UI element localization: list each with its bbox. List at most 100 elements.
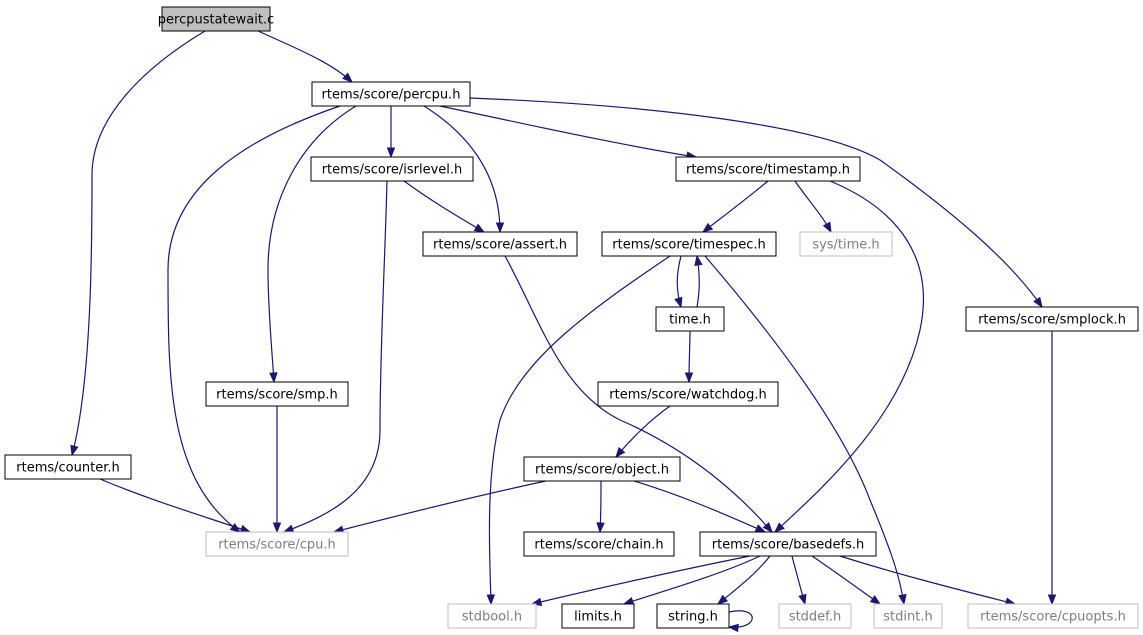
edge-line <box>623 555 761 605</box>
edge-arrowhead <box>473 223 486 233</box>
edge-line <box>615 405 671 458</box>
edge-line <box>488 255 671 605</box>
node-counter[interactable]: rtems/counter.h <box>4 454 132 480</box>
edge-time-to-watchdog <box>684 330 694 384</box>
edge-arrowhead <box>762 522 773 534</box>
edge-arrowhead <box>272 522 282 534</box>
edge-line <box>333 480 547 533</box>
node-box <box>967 603 1139 629</box>
node-box <box>523 456 681 482</box>
edge-percpu-to-smp <box>267 105 357 384</box>
edge-object-to-basedefs <box>633 480 767 533</box>
node-label: percpustatewait.c <box>158 13 274 28</box>
node-assert[interactable]: rtems/score/assert.h <box>422 231 578 257</box>
node-label: rtems/counter.h <box>16 461 119 476</box>
edge-line <box>71 30 206 456</box>
node-percpustatewait[interactable]: percpustatewait.c <box>158 6 274 32</box>
node-stdbool: stdbool.h <box>447 603 537 629</box>
node-isrlevel[interactable]: rtems/score/isrlevel.h <box>310 156 474 182</box>
node-box <box>656 603 730 629</box>
node-label: sys/time.h <box>812 238 879 253</box>
node-box <box>4 454 132 480</box>
node-chain[interactable]: rtems/score/chain.h <box>523 531 675 557</box>
edge-timespec-to-time <box>674 255 683 309</box>
node-box <box>311 81 471 107</box>
node-object[interactable]: rtems/score/object.h <box>523 456 681 482</box>
edge-time-to-timespec <box>694 254 703 308</box>
edge-arrowhead <box>282 524 295 533</box>
node-label: rtems/score/cpuopts.h <box>980 610 1126 625</box>
node-timestamp[interactable]: rtems/score/timestamp.h <box>675 156 861 182</box>
node-label: rtems/score/timestamp.h <box>686 163 850 178</box>
node-percpu[interactable]: rtems/score/percpu.h <box>311 81 471 107</box>
edge-line <box>423 105 501 233</box>
node-basedefs[interactable]: rtems/score/basedefs.h <box>699 531 877 557</box>
edge-arrowhead <box>386 147 396 159</box>
edge-arrowhead <box>798 593 807 606</box>
edge-arrowhead <box>822 221 832 234</box>
node-label: rtems/score/chain.h <box>534 538 663 553</box>
edge-assert-to-basedefs <box>504 255 773 534</box>
node-stddef: stddef.h <box>778 603 852 629</box>
edge-percpustatewait-to-counter <box>70 30 206 457</box>
edge-arrowhead <box>342 72 354 83</box>
node-time[interactable]: time.h <box>655 306 725 332</box>
node-smplock[interactable]: rtems/score/smplock.h <box>965 306 1139 332</box>
edge-line <box>774 180 924 533</box>
node-box <box>965 306 1139 332</box>
edge-percpu-to-timestamp <box>439 105 698 160</box>
node-box <box>601 231 777 257</box>
edge-arrowhead <box>1047 594 1057 606</box>
edge-arrowhead <box>773 522 785 533</box>
node-label: string.h <box>668 610 718 625</box>
edge-arrowhead <box>495 222 505 234</box>
node-label: rtems/score/watchdog.h <box>609 388 766 403</box>
node-label: rtems/score/smplock.h <box>978 313 1126 328</box>
edge-isrlevel-to-assert <box>403 180 486 233</box>
node-label: rtems/score/cpu.h <box>218 538 336 553</box>
node-label: stddef.h <box>789 610 841 625</box>
edge-basedefs-to-stdint <box>811 555 882 605</box>
edge-basedefs-to-limits <box>622 555 761 606</box>
edge-percpu-to-assert <box>423 105 505 234</box>
node-box <box>447 603 537 629</box>
edge-arrowhead <box>898 593 907 606</box>
node-label: rtems/score/basedefs.h <box>712 538 865 553</box>
node-label: limits.h <box>574 610 622 625</box>
edge-line <box>403 180 485 233</box>
edge-line <box>99 478 251 533</box>
node-stdint: stdint.h <box>873 603 943 629</box>
node-timespec[interactable]: rtems/score/timespec.h <box>601 231 777 257</box>
node-box <box>161 6 271 32</box>
node-smp[interactable]: rtems/score/smp.h <box>205 381 349 407</box>
node-box <box>523 531 675 557</box>
edge-smp-to-cpu <box>272 406 282 534</box>
edge-basedefs-to-string <box>716 555 771 605</box>
edge-object-to-chain <box>596 480 605 534</box>
edge-watchdog-to-object <box>615 405 671 459</box>
node-label: stdint.h <box>883 610 932 625</box>
node-string[interactable]: string.h <box>656 603 730 629</box>
edge-isrlevel-to-cpu <box>282 180 388 533</box>
node-cpu: rtems/score/cpu.h <box>205 531 349 557</box>
edge-line <box>267 105 357 383</box>
edge-arrowhead <box>615 446 626 459</box>
edge-line <box>728 610 753 628</box>
edge-percpu-to-smplock <box>469 97 1043 309</box>
edge-arrowhead <box>674 296 683 309</box>
edge-line <box>504 255 773 533</box>
node-box <box>205 381 349 407</box>
edge-counter-to-cpu <box>99 478 252 533</box>
node-box <box>205 531 349 557</box>
node-box <box>778 603 852 629</box>
edge-arrowhead <box>694 254 703 267</box>
node-box <box>597 381 779 407</box>
edge-timestamp-to-systime <box>794 180 832 234</box>
node-label: rtems/score/assert.h <box>433 238 567 253</box>
node-watchdog[interactable]: rtems/score/watchdog.h <box>597 381 779 407</box>
node-limits[interactable]: limits.h <box>561 603 635 629</box>
edge-line <box>531 555 751 605</box>
edge-line <box>469 97 1043 308</box>
edge-line <box>167 105 341 533</box>
